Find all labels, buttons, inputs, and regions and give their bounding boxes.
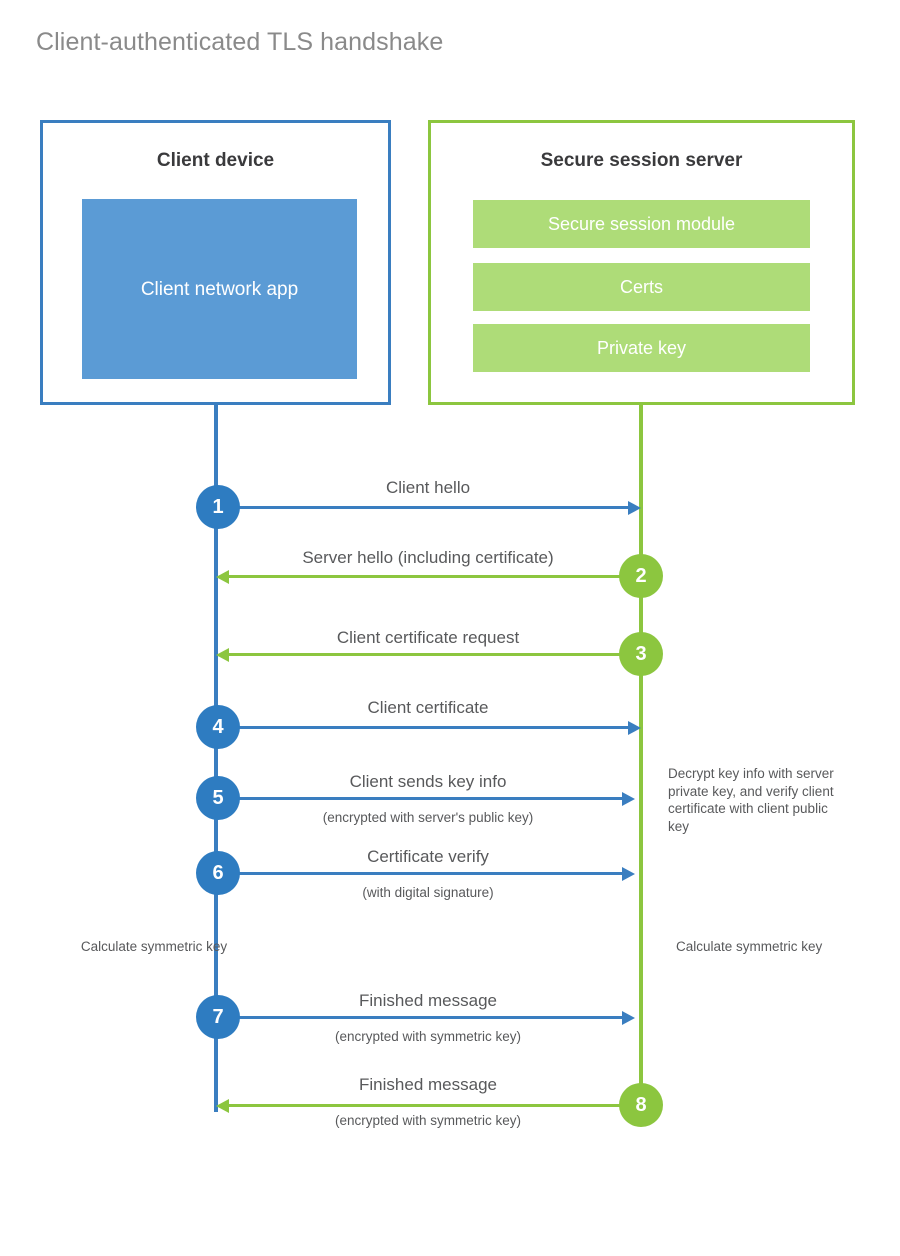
step-4-circle[interactable]: 4: [196, 705, 240, 749]
step-1-arrow-line: [216, 506, 628, 509]
step-2-label: Server hello (including certificate): [302, 548, 554, 567]
server-calculate-symmetric-key-note: Calculate symmetric key: [676, 939, 823, 954]
step-5-circle[interactable]: 5: [196, 776, 240, 820]
step-6-label: Certificate verify: [367, 847, 489, 866]
step-4-arrow-head: [628, 720, 641, 735]
step-7-sublabel: (encrypted with symmetric key): [334, 1029, 522, 1044]
step-6-arrow-head: [622, 866, 635, 881]
step-3-label: Client certificate request: [336, 628, 520, 647]
step-1-arrow-head: [628, 500, 641, 515]
step-2-arrow-line: [228, 575, 640, 578]
step-5-label: Client sends key info: [349, 772, 507, 791]
step-7-arrow-head: [622, 1010, 635, 1025]
step-7-arrow-line: [216, 1016, 622, 1019]
client-network-app-box: Client network app: [82, 199, 357, 379]
client-calculate-symmetric-key-note: Calculate symmetric key: [80, 939, 228, 954]
step-8-arrow-line: [228, 1104, 640, 1107]
step-3-circle[interactable]: 3: [619, 632, 663, 676]
server-decrypt-note: Decrypt key info with server private key…: [668, 766, 834, 834]
step-5-arrow-line: [216, 797, 622, 800]
step-2-arrow-head: [216, 569, 229, 584]
page-title: Client-authenticated TLS handshake: [36, 28, 444, 56]
step-2-circle[interactable]: 2: [619, 554, 663, 598]
step-6-circle[interactable]: 6: [196, 851, 240, 895]
step-1-circle[interactable]: 1: [196, 485, 240, 529]
step-8-arrow-head: [216, 1098, 229, 1113]
server-lifeline: [639, 405, 643, 1107]
step-4-arrow-line: [216, 726, 628, 729]
client-lifeline: [214, 405, 218, 1112]
step-8-sublabel: (encrypted with symmetric key): [334, 1113, 522, 1128]
client-device-title: Client device: [156, 150, 275, 171]
step-5-sublabel: (encrypted with server's public key): [322, 810, 534, 825]
server-bar-certs: Certs: [473, 263, 810, 311]
step-8-label: Finished message: [359, 1075, 497, 1094]
step-3-arrow-head: [216, 647, 229, 662]
step-3-arrow-line: [228, 653, 640, 656]
step-6-sublabel: (with digital signature): [362, 885, 494, 900]
step-5-arrow-head: [622, 791, 635, 806]
server-bar-private-key: Private key: [473, 324, 810, 372]
step-1-label: Client hello: [385, 478, 471, 497]
step-7-circle[interactable]: 7: [196, 995, 240, 1039]
step-4-label: Client certificate: [367, 698, 489, 717]
server-bar-secure-session-module: Secure session module: [473, 200, 810, 248]
step-7-label: Finished message: [359, 991, 497, 1010]
step-8-circle[interactable]: 8: [619, 1083, 663, 1127]
step-6-arrow-line: [216, 872, 622, 875]
secure-session-server-panel: Secure session server Secure session mod…: [428, 120, 855, 405]
client-device-panel: Client device Client network app: [40, 120, 391, 405]
secure-session-server-title: Secure session server: [540, 150, 743, 171]
